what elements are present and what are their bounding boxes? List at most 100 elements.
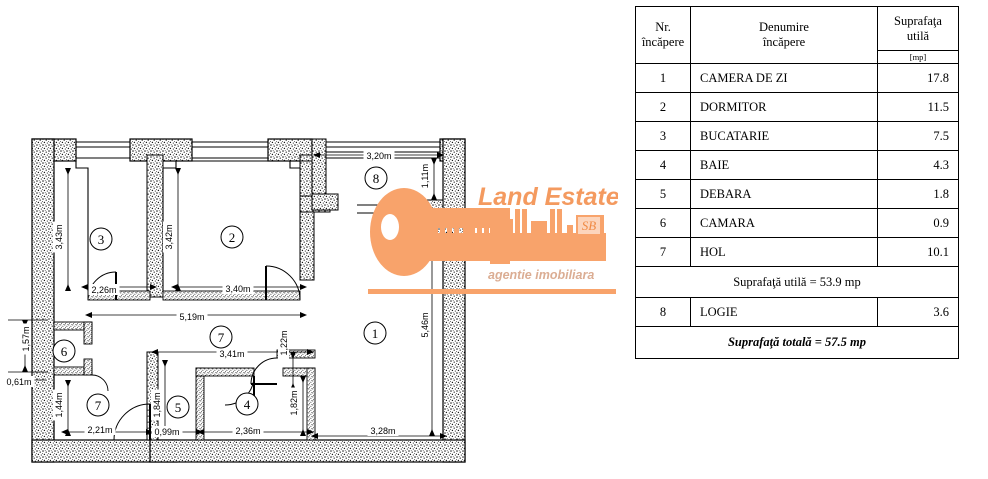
cell-room-number: 8 (635, 297, 691, 327)
header-suprafata-line1: Suprafaţa (894, 14, 942, 29)
dimension-label: 1,84m (152, 392, 162, 417)
room-number-marker: 5 (166, 395, 190, 419)
room-number-marker: 3 (89, 227, 113, 251)
dimension-label: 0,99m (154, 427, 179, 437)
room-number-marker: 7 (86, 393, 110, 417)
dimension-label: 2,36m (235, 426, 260, 436)
dimension-label: 1,82m (289, 390, 299, 415)
cell-room-number: 5 (635, 179, 691, 209)
room-number-circle (220, 225, 244, 249)
dimension-label: 3,40m (225, 284, 250, 294)
dimension-label: 3,43m (54, 224, 64, 249)
room-schedule-table: Nr. încăpere Denumire încăpere Suprafaţa… (635, 6, 959, 359)
cell-room-name: BAIE (690, 150, 878, 180)
dimension-label-backing (151, 389, 162, 421)
room-number-marker: 6 (52, 339, 76, 363)
cell-room-name: BUCATARIE (690, 121, 878, 151)
dimension-label: 1,11m (420, 164, 430, 188)
cell-room-name: CAMERA DE ZI (690, 63, 878, 93)
dimension-label: 3,20m (366, 151, 391, 161)
dimension-label-backing (84, 424, 116, 435)
room-number-marker: 8 (364, 166, 388, 190)
dimension-label-backing (367, 425, 399, 436)
cell-room-area: 17.8 (877, 63, 959, 93)
cell-room-area: 4.3 (877, 150, 959, 180)
dimension-label-backing (53, 389, 64, 421)
cell-room-area: 10.1 (877, 237, 959, 267)
cell-room-name: DORMITOR (690, 92, 878, 122)
header-suprafata-utila: Suprafaţa utilă [mp] (877, 6, 959, 64)
dimension-label: 1,57m (21, 326, 31, 351)
cell-room-number: 3 (635, 121, 691, 151)
cell-room-area: 0.9 (877, 208, 959, 238)
header-nr-line2: încăpere (641, 35, 685, 49)
cell-room-area: 7.5 (877, 121, 959, 151)
dimension-label-backing (20, 323, 31, 355)
cell-room-number: 6 (635, 208, 691, 238)
subtotal-row: Suprafaţă utilă = 53.9 mp (635, 266, 959, 298)
cell-room-number: 4 (635, 150, 691, 180)
dimension-label: 0,61m (6, 377, 31, 387)
cell-total-area: Suprafaţă totală = 57.5 mp (635, 326, 959, 359)
dimension-label-backing (53, 221, 64, 253)
dimension-label-backing (278, 327, 289, 359)
dimension-label-backing (3, 376, 35, 387)
room-number-marker: 2 (220, 225, 244, 249)
dimension-label: 5,46m (420, 312, 430, 337)
cell-room-area: 11.5 (877, 92, 959, 122)
room-number-text: 6 (61, 344, 68, 359)
room-number-circle (363, 321, 387, 345)
dimension-label-backing (151, 426, 183, 437)
cell-subtotal-usable-area: Suprafaţă utilă = 53.9 mp (635, 266, 959, 298)
header-suprafata-line2: utilă (906, 29, 930, 44)
dimension-label-backing (176, 311, 208, 322)
dimension-label-backing (163, 221, 174, 253)
dimension-label-backing (288, 387, 299, 419)
cell-room-name: CAMARA (690, 208, 878, 238)
cell-room-area: 1.8 (877, 179, 959, 209)
cell-room-name: DEBARA (690, 179, 878, 209)
room-number-marker: 7 (209, 325, 233, 349)
dimension-label-backing (363, 150, 395, 161)
room-number-text: 7 (95, 398, 102, 413)
cell-room-name: HOL (690, 237, 878, 267)
floor-plan-drawing: 3,43m3,42m2,26m3,40m5,19m3,20m1,11m5,46m… (3, 138, 466, 463)
room-number-text: 3 (98, 232, 105, 247)
header-unit-mp: [mp] (878, 49, 958, 63)
dimension-label: 3,28m (370, 426, 395, 436)
dimension-label: 1,44m (54, 392, 64, 417)
cell-room-number: 1 (635, 63, 691, 93)
cell-room-number: 2 (635, 92, 691, 122)
room-number-circle (89, 227, 113, 251)
dimension-label-backing (232, 425, 264, 436)
header-denumire-line2: încăpere (762, 35, 806, 49)
room-schedule-panel: Nr. încăpere Denumire încăpere Suprafaţa… (635, 6, 959, 359)
room-number-marker: 1 (363, 321, 387, 345)
cell-room-area: 3.6 (877, 297, 959, 327)
header-nr-incapere: Nr. încăpere (635, 6, 691, 64)
total-row: Suprafaţă totală = 57.5 mp (635, 326, 959, 359)
dimension-label-backing (222, 283, 254, 294)
dimension-label: 2,21m (87, 425, 112, 435)
room-number-circle (235, 392, 259, 416)
dimension-label: 1,22m (279, 330, 289, 355)
header-nr-line1: Nr. (655, 19, 671, 34)
room-number-text: 8 (373, 171, 380, 186)
room-number-circle (52, 339, 76, 363)
room-number-circle (86, 393, 110, 417)
dimension-label-backing (419, 309, 430, 341)
cell-room-number: 7 (635, 237, 691, 267)
room-number-markers: 1 2 3 4 5 6 7 7 8 (52, 166, 388, 419)
dimension-label-backing (419, 160, 430, 192)
dimension-label: 2,26m (91, 285, 116, 295)
room-number-marker: 4 (235, 392, 259, 416)
